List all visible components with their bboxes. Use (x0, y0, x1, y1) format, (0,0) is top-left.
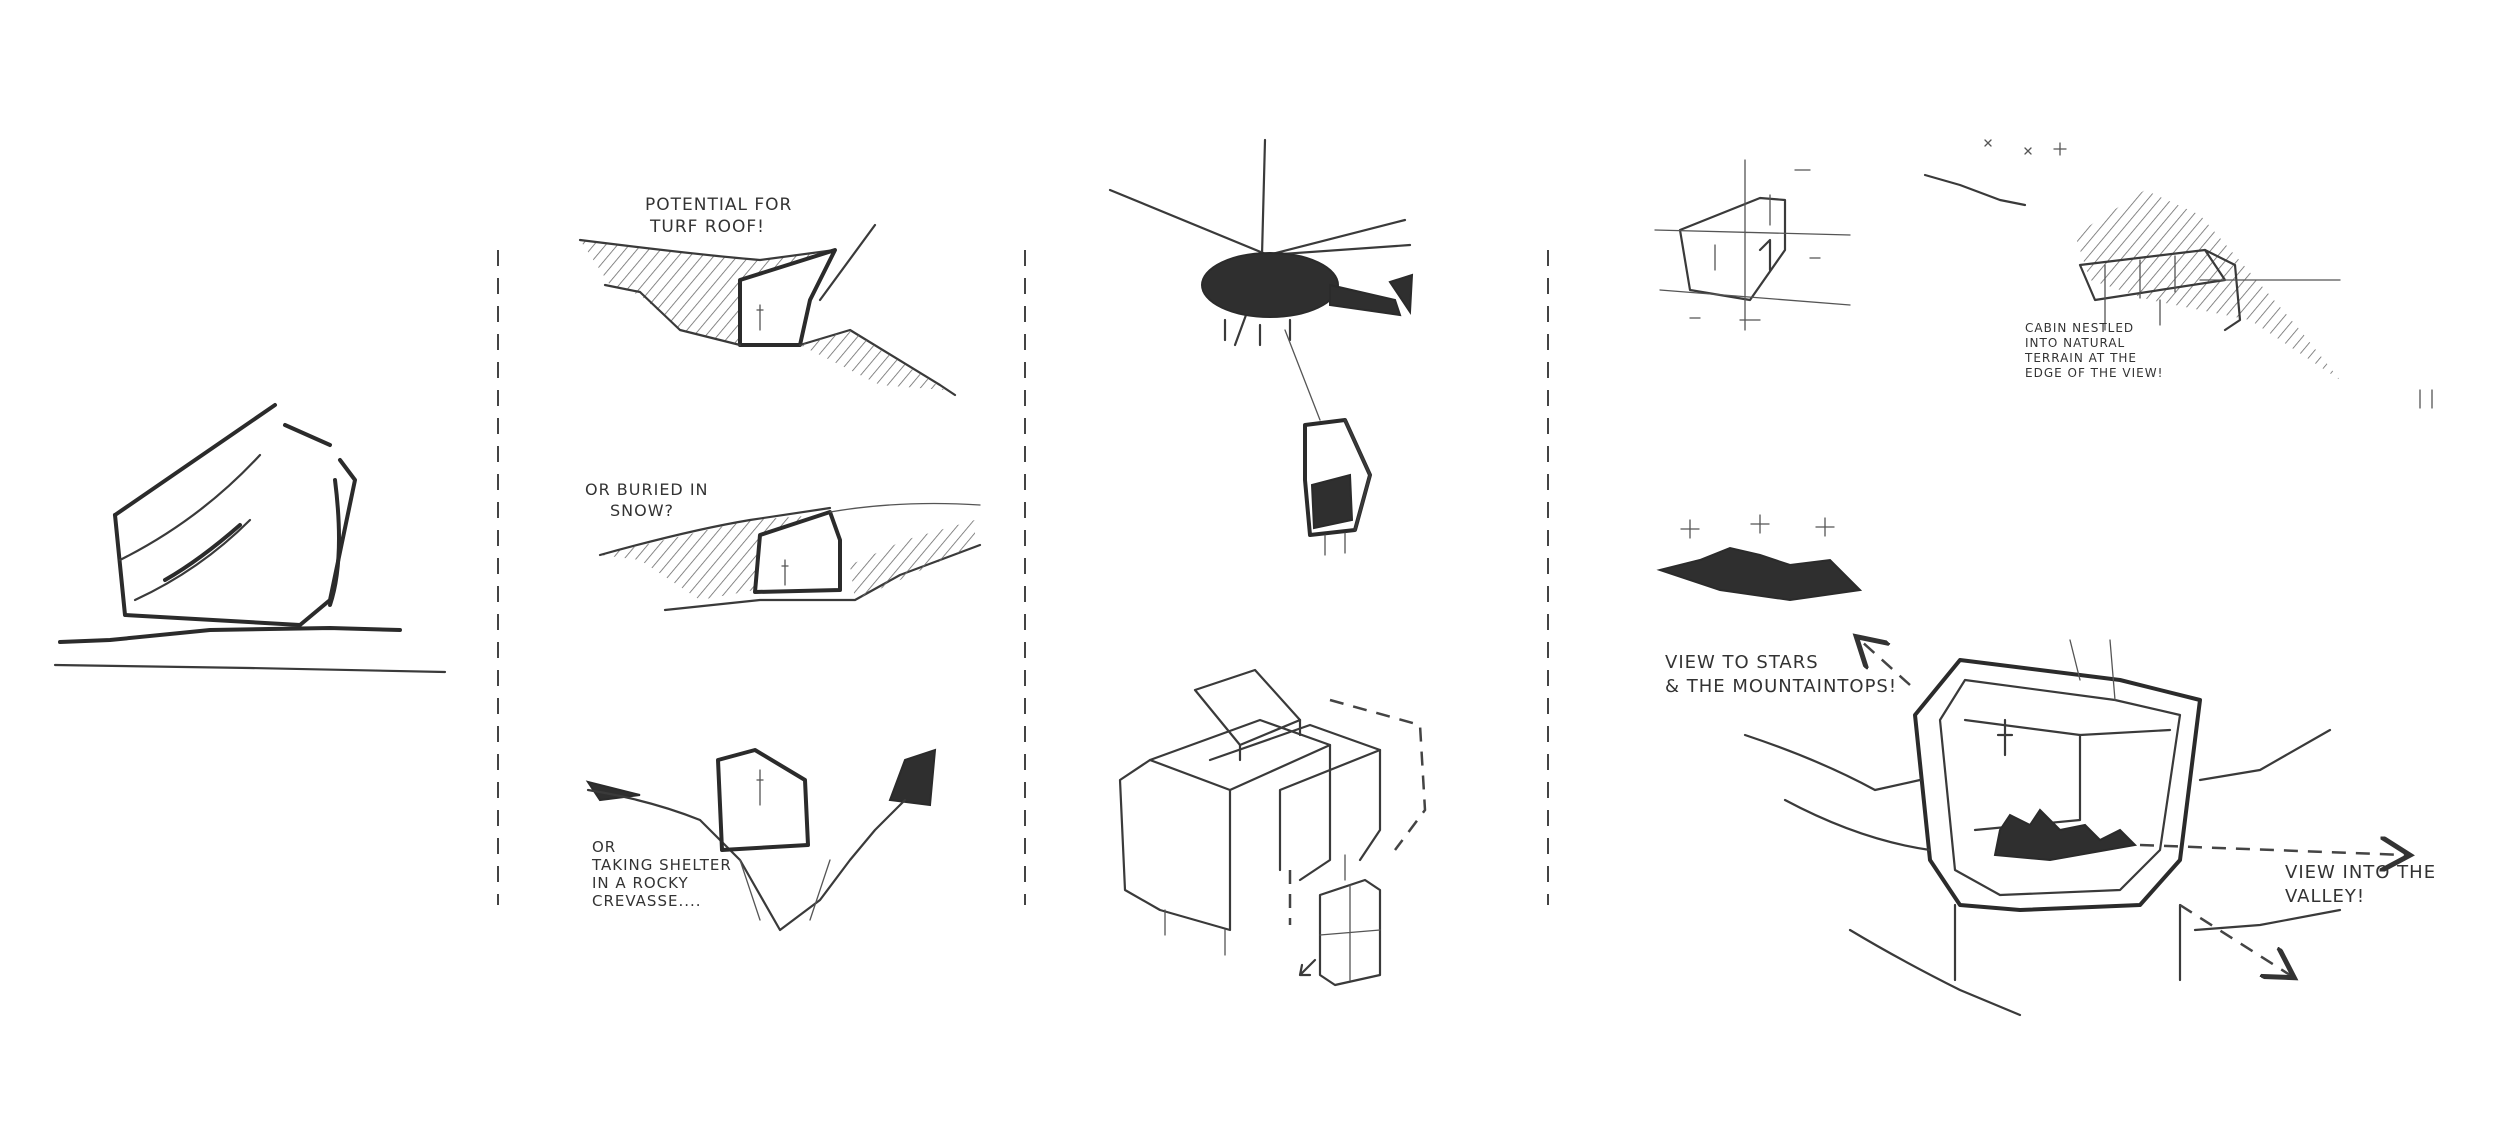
note-snow-line1: OR BURIED IN (585, 480, 709, 499)
panel2-crevasse-section: OR TAKING SHELTER IN A ROCKY CREVASSE...… (585, 748, 937, 932)
note-stars-line2: & THE MOUNTAINTOPS! (1665, 676, 1897, 697)
panel3-helicopter-airlift (1108, 138, 1414, 556)
note-valley-line1: VIEW INTO THE (2285, 862, 2436, 883)
note-stars-line1: VIEW TO STARS (1665, 652, 1819, 673)
panel4-nestled-cabin: CABIN NESTLED INTO NATURAL TERRAIN AT TH… (1923, 139, 2433, 409)
panel4-view-perspective: VIEW TO STARS & THE MOUNTAINTOPS! VIEW I… (1656, 514, 2436, 1017)
note-cabin-line2: INTO NATURAL (2025, 336, 2125, 350)
panel2-turf-roof-section: POTENTIAL FOR TURF ROOF! (578, 195, 957, 397)
note-crevasse-line4: CREVASSE.... (592, 892, 702, 910)
note-cabin-line4: EDGE OF THE VIEW! (2025, 366, 2163, 380)
panel1-concept-sketch (53, 403, 447, 674)
note-valley-line2: VALLEY! (2285, 886, 2365, 907)
note-cabin-line1: CABIN NESTLED (2025, 321, 2134, 335)
panel3-exploded-axonometric (1118, 668, 1427, 987)
note-crevasse-line2: TAKING SHELTER (591, 856, 732, 874)
note-turf-line2: TURF ROOF! (649, 217, 765, 237)
panel2-snow-section: OR BURIED IN SNOW? (585, 480, 982, 612)
note-crevasse-line3: IN A ROCKY (592, 874, 689, 892)
note-turf-line1: POTENTIAL FOR (645, 195, 792, 215)
note-crevasse-line1: OR (592, 838, 616, 856)
note-cabin-line3: TERRAIN AT THE (2024, 351, 2137, 365)
panel4-dimension-section (1654, 159, 1851, 331)
note-snow-line2: SNOW? (610, 501, 674, 520)
